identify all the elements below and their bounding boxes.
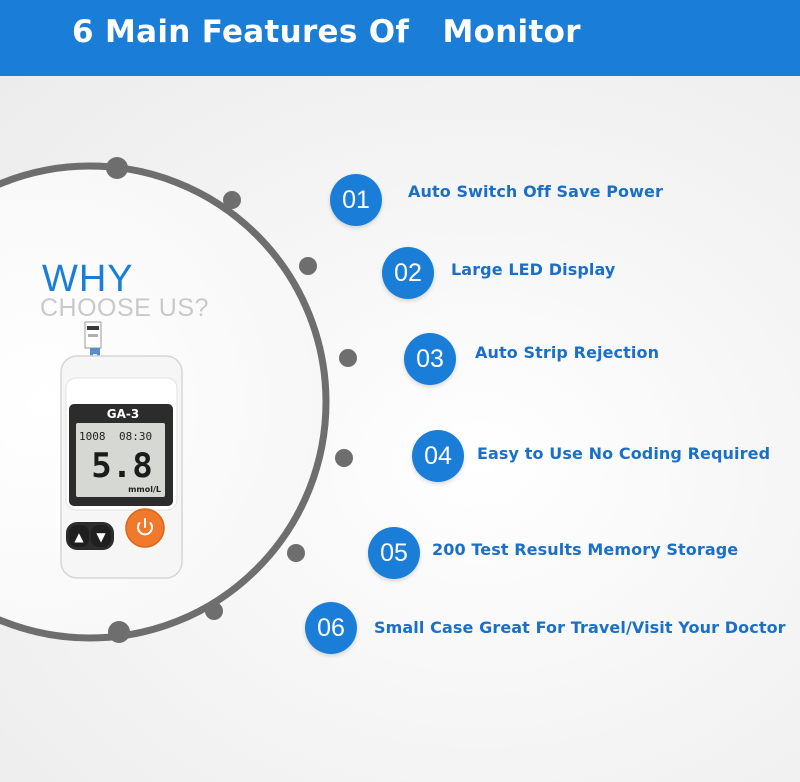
ring-dot bbox=[106, 157, 128, 179]
ring-outline bbox=[0, 162, 330, 642]
feature-label-5: 200 Test Results Memory Storage bbox=[432, 540, 739, 559]
why-heading: WHY bbox=[42, 258, 134, 300]
ring-dot bbox=[335, 449, 353, 467]
down-button[interactable]: ▼ bbox=[91, 525, 111, 547]
glucose-meter: GA-3 1008 08:30 5.8 mmol/L ▲ ▼ bbox=[60, 321, 183, 579]
ring-dot bbox=[108, 621, 130, 643]
choose-us-heading: CHOOSE US? bbox=[40, 294, 209, 322]
ring-dot bbox=[339, 349, 357, 367]
up-button[interactable]: ▲ bbox=[69, 525, 89, 547]
lcd-screen bbox=[76, 423, 165, 497]
page-title: 6 Main Features Of Monitor bbox=[72, 14, 581, 50]
down-arrow-icon: ▼ bbox=[96, 530, 106, 544]
ring-dot bbox=[223, 191, 241, 209]
feature-label-3: Auto Strip Rejection bbox=[475, 343, 660, 362]
up-arrow-icon: ▲ bbox=[74, 530, 84, 544]
feature-number-4: 04 bbox=[412, 430, 464, 482]
feature-number-5: 05 bbox=[368, 527, 420, 579]
feature-label-4: Easy to Use No Coding Required bbox=[477, 444, 771, 463]
feature-label-6: Small Case Great For Travel/Visit Your D… bbox=[374, 618, 786, 637]
ring-dot bbox=[287, 544, 305, 562]
header-bar: 6 Main Features Of Monitor bbox=[0, 0, 800, 76]
ring-dot bbox=[205, 602, 223, 620]
power-button[interactable] bbox=[125, 508, 165, 548]
feature-number-6: 06 bbox=[305, 602, 357, 654]
ring-dot bbox=[299, 257, 317, 275]
lcd-time: 08:30 bbox=[119, 430, 152, 443]
lcd-unit: mmol/L bbox=[128, 485, 161, 494]
feature-number-1: 01 bbox=[330, 174, 382, 226]
feature-label-1: Auto Switch Off Save Power bbox=[408, 182, 663, 201]
lcd-reading: 5.8 bbox=[91, 446, 152, 486]
feature-number-3: 03 bbox=[404, 333, 456, 385]
lcd-date: 1008 bbox=[79, 430, 106, 443]
model-label: GA-3 bbox=[107, 407, 139, 421]
feature-label-2: Large LED Display bbox=[451, 260, 616, 279]
power-icon bbox=[137, 518, 153, 536]
feature-number-2: 02 bbox=[382, 247, 434, 299]
